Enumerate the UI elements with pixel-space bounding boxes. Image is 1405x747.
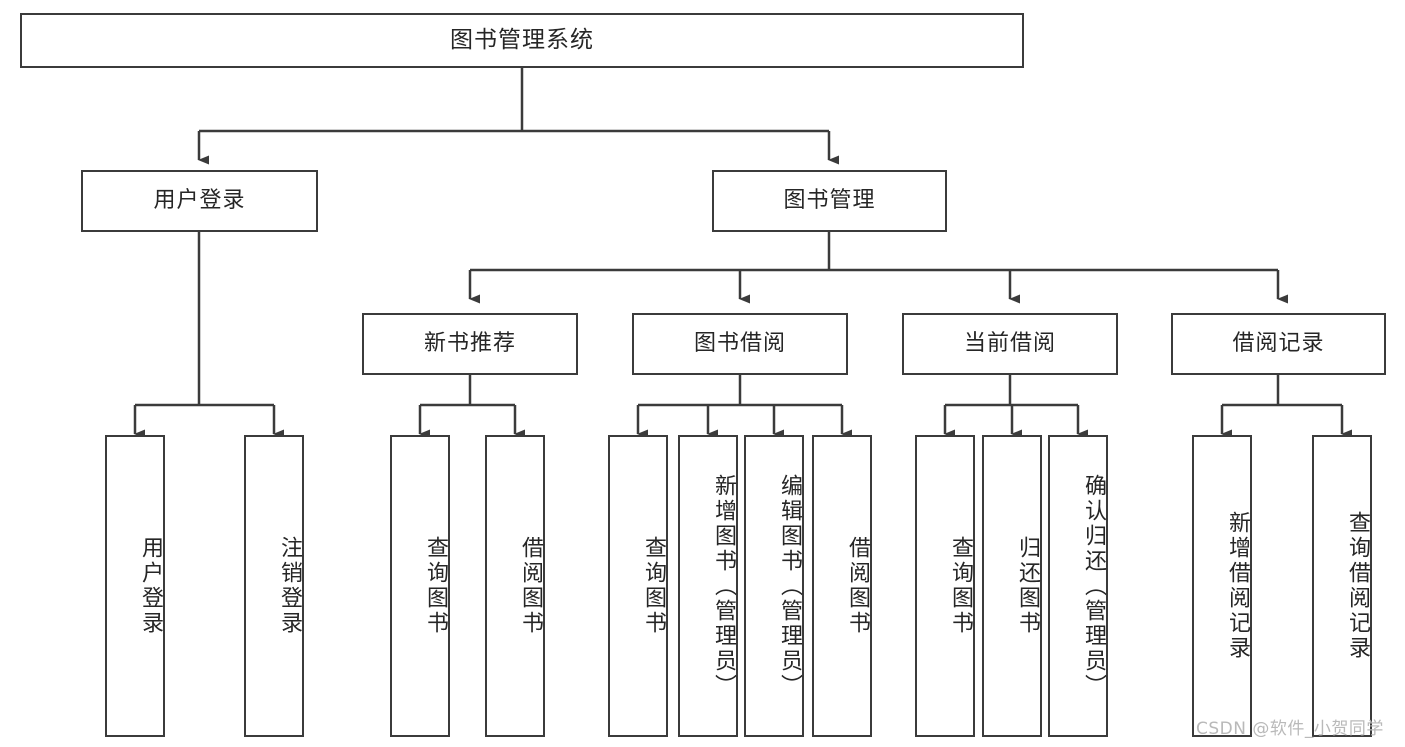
node-leaf-query-book-1[interactable]: 查询图书	[390, 435, 450, 737]
node-leaf-query-book-2[interactable]: 查询图书	[608, 435, 668, 737]
node-leaf-borrow-book-2[interactable]: 借阅图书	[812, 435, 872, 737]
edge-group	[133, 68, 1352, 439]
node-leaf-query-book-3[interactable]: 查询图书	[915, 435, 975, 737]
node-current-borrow[interactable]: 当前借阅	[902, 313, 1118, 375]
node-root[interactable]: 图书管理系统	[20, 13, 1024, 68]
node-leaf-return-book[interactable]: 归还图书	[982, 435, 1042, 737]
node-leaf-add-borrow-record[interactable]: 新增借阅记录	[1192, 435, 1252, 737]
node-leaf-user-login[interactable]: 用户登录	[105, 435, 165, 737]
node-user-login[interactable]: 用户登录	[81, 170, 318, 232]
node-leaf-add-book-admin[interactable]: 新增图书（管理员）	[678, 435, 738, 737]
node-leaf-confirm-return-admin[interactable]: 确认归还（管理员）	[1048, 435, 1108, 737]
node-leaf-query-borrow-record[interactable]: 查询借阅记录	[1312, 435, 1372, 737]
node-leaf-borrow-book-1[interactable]: 借阅图书	[485, 435, 545, 737]
watermark-text: CSDN @软件_小贺同学	[1196, 719, 1384, 739]
node-borrow-record[interactable]: 借阅记录	[1171, 313, 1386, 375]
node-book-manage[interactable]: 图书管理	[712, 170, 947, 232]
node-leaf-edit-book-admin[interactable]: 编辑图书（管理员）	[744, 435, 804, 737]
node-new-book-recommend[interactable]: 新书推荐	[362, 313, 578, 375]
node-leaf-logout-login[interactable]: 注销登录	[244, 435, 304, 737]
node-book-borrow[interactable]: 图书借阅	[632, 313, 848, 375]
